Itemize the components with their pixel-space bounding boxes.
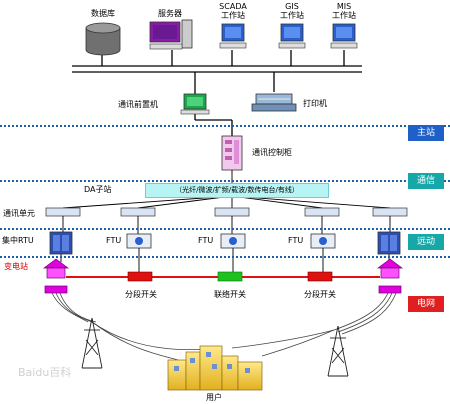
label-ftu-3: FTU: [288, 236, 304, 245]
label-scada: SCADA 工作站: [219, 2, 247, 20]
user-buildings-icon: [167, 345, 263, 391]
tie-switch: [217, 271, 243, 282]
printer-icon: [251, 93, 297, 112]
label-switch-1: 分段开关: [125, 290, 157, 299]
label-database: 数据库: [91, 9, 115, 18]
rtu-right-icon: [377, 231, 401, 255]
label-rtu: 集中RTU: [2, 236, 34, 245]
label-gis: GIS 工作站: [280, 2, 304, 20]
substation-left-icon: [42, 258, 70, 294]
separator-main: [0, 125, 450, 127]
unit-drops: [62, 216, 391, 234]
band-comm: 通信: [408, 173, 444, 189]
label-mis: MIS 工作站: [332, 2, 356, 20]
label-substation: 变电站: [4, 262, 28, 271]
label-server: 服务器: [158, 9, 182, 18]
section-switch-2: [307, 271, 333, 282]
ftu-devices: [126, 233, 336, 249]
label-switch-2: 联络开关: [214, 290, 246, 299]
control-cabinet-icon: [221, 135, 243, 171]
label-comm-unit: 通讯单元: [3, 209, 35, 218]
server-icon: [149, 19, 193, 50]
label-da-substation: DA子站: [84, 185, 112, 194]
label-user: 用户: [206, 393, 222, 402]
pylon-left-icon: [81, 317, 103, 369]
band-grid: 电网: [408, 296, 444, 312]
watermark: Baidu百科: [18, 366, 72, 379]
band-main: 主站: [408, 125, 444, 141]
label-front-machine: 通讯前置机: [118, 100, 158, 109]
mis-workstation-icon: [330, 23, 358, 49]
pylon-right-icon: [327, 325, 349, 377]
separator-grid: [0, 256, 450, 258]
label-printer: 打印机: [303, 99, 327, 108]
gis-workstation-icon: [278, 23, 306, 49]
label-ftu-1: FTU: [106, 236, 122, 245]
front-machine-icon: [180, 93, 210, 115]
separator-field: [0, 228, 450, 230]
ftu-drops: [60, 248, 390, 272]
label-ftu-2: FTU: [198, 236, 214, 245]
label-control-cabinet: 通讯控制柜: [252, 148, 292, 157]
section-switch-1: [127, 271, 153, 282]
substation-right-icon: [376, 258, 404, 294]
separator-comm: [0, 180, 450, 182]
scada-workstation-icon: [219, 23, 247, 49]
transmission-lines: [51, 292, 397, 361]
label-switch-3: 分段开关: [304, 290, 336, 299]
database-icon: [85, 22, 121, 56]
comm-units: [45, 207, 408, 217]
comm-channel-box: （光纤/微波/扩频/载波/数传电台/有线）: [145, 183, 329, 198]
band-field: 远动: [408, 234, 444, 250]
station-lan: [72, 50, 362, 136]
comm-links: [62, 170, 391, 209]
rtu-left-icon: [49, 231, 73, 255]
